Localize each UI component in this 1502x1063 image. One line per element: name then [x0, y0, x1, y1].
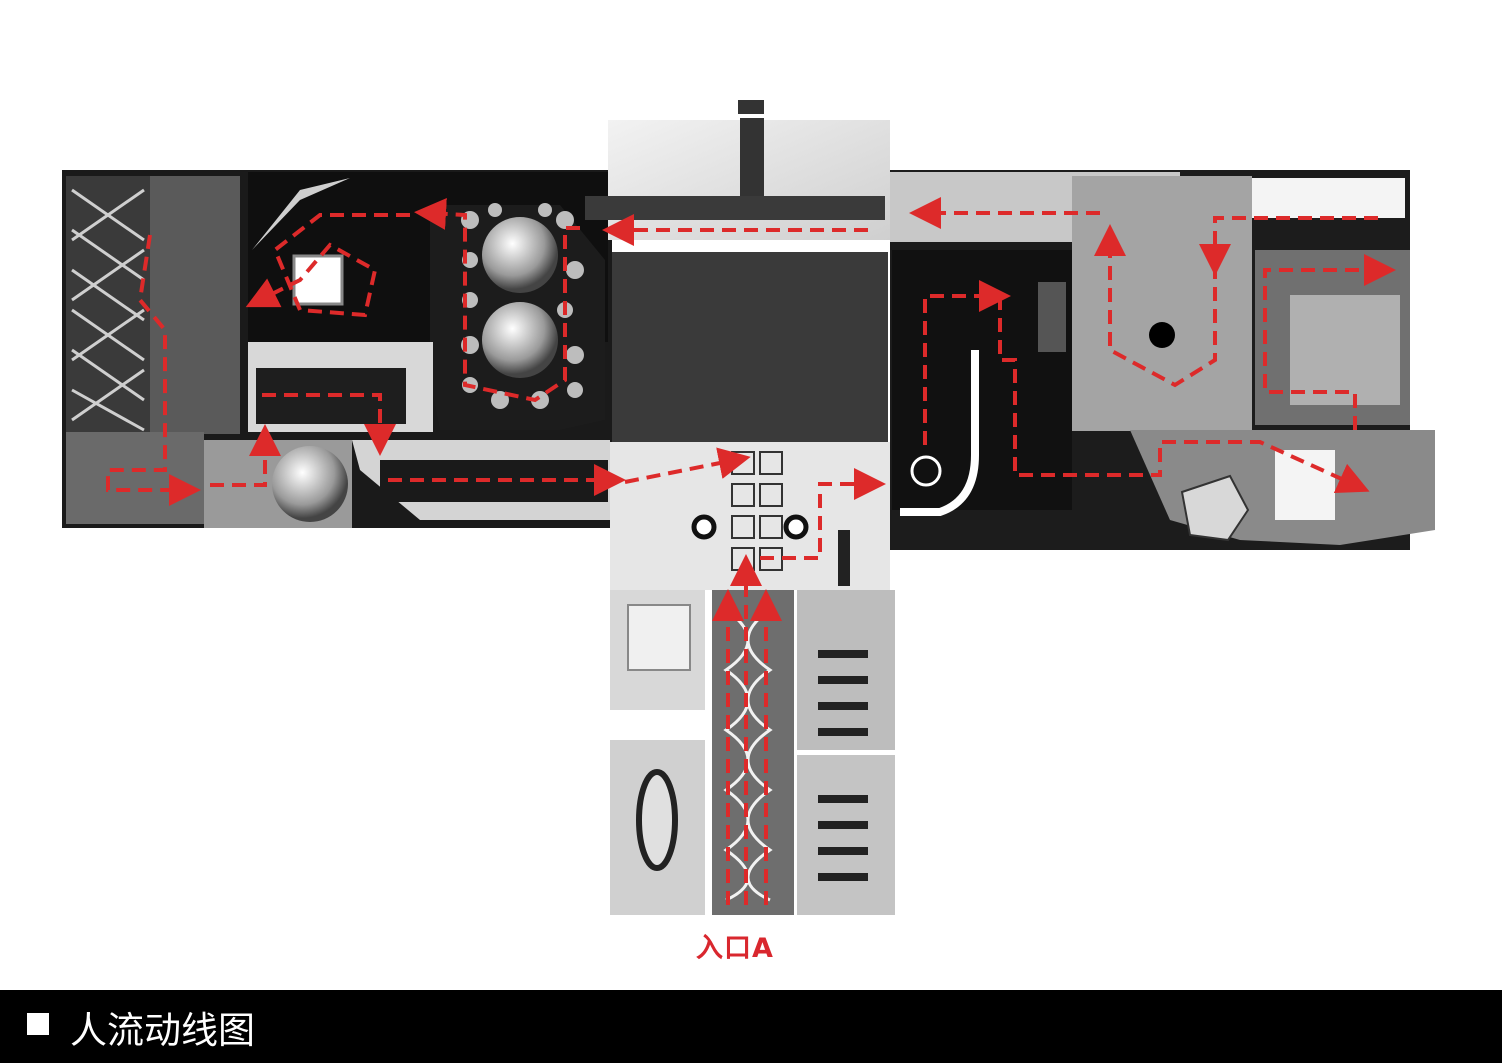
east-curved-wall	[900, 350, 979, 516]
route-east-gallery	[998, 296, 1370, 493]
entrance-label: 入口A	[696, 933, 774, 964]
sphere-large-2	[482, 302, 558, 378]
route-nw-gallery	[245, 213, 410, 318]
lobby-column-right	[783, 514, 809, 540]
office-room-2	[797, 755, 895, 915]
footer-square-icon	[27, 1013, 49, 1035]
lobby-column-left	[691, 514, 717, 540]
route-long-gallery	[262, 393, 396, 456]
entrance-corridor	[712, 590, 794, 915]
route-spheres-loop	[414, 197, 580, 403]
visitor-route	[106, 197, 1396, 905]
north-planter	[585, 196, 885, 220]
lobby-reception	[838, 530, 850, 586]
east-room-inner	[1290, 295, 1400, 405]
central-block	[585, 100, 895, 915]
nw-gallery-canopy	[252, 178, 350, 250]
route-west-corridor	[106, 234, 201, 506]
footer-title: 人流动线图	[70, 1009, 255, 1052]
office-desks	[818, 650, 868, 881]
central-hall	[612, 252, 888, 442]
orb-room-globe	[272, 446, 348, 522]
stair-strip	[66, 176, 150, 432]
east-wing	[890, 170, 1435, 550]
vip-room-rug	[627, 604, 691, 671]
sphere-large-1	[482, 217, 558, 293]
east-south-platform	[1275, 450, 1335, 520]
footer-bar	[0, 990, 1502, 1063]
east-circle-feature	[910, 455, 942, 487]
meeting-table	[636, 769, 678, 871]
east-court-pit	[1149, 322, 1175, 348]
office-room-1	[797, 590, 895, 750]
east-display-wall	[1038, 282, 1066, 352]
route-orb-room	[210, 424, 281, 487]
west-lobby	[66, 432, 204, 524]
route-east-right-up	[1263, 254, 1396, 430]
route-lobby-east	[760, 468, 886, 560]
west-corridor	[150, 176, 240, 434]
west-wing	[62, 170, 612, 528]
north-plaza-top	[738, 100, 764, 114]
route-east-loop	[923, 280, 1011, 445]
stair-pattern	[71, 188, 145, 432]
route-east-court-down	[1199, 216, 1378, 276]
east-hex-pod	[1180, 474, 1250, 542]
route-lobby-north	[624, 447, 751, 484]
north-plaza-path	[740, 118, 764, 196]
route-east-court-loop	[1094, 224, 1217, 388]
